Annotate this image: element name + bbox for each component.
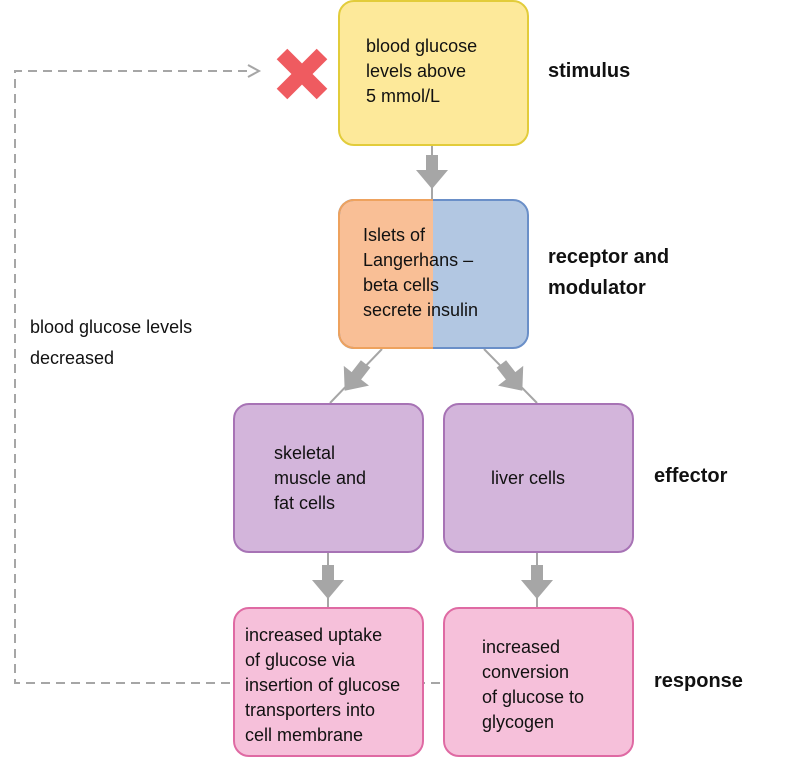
effector-box-muscle-fat: skeletal muscle and fat cells (233, 403, 424, 553)
response-box-uptake: increased uptake of glucose via insertio… (233, 607, 424, 757)
stimulus-text: blood glucose levels above 5 mmol/L (366, 36, 478, 106)
cross-icon (276, 48, 328, 100)
receptor-text: Islets of Langerhans – beta cells secret… (363, 225, 479, 320)
effector-box-liver: liver cells (443, 403, 634, 553)
down-right-arrow-icon (496, 360, 524, 391)
receptor-box: Islets of Langerhans – beta cells secret… (338, 199, 529, 349)
feedback-text: blood glucose levels decreased (30, 317, 193, 368)
stimulus-box: blood glucose levels above 5 mmol/L (338, 0, 529, 146)
response-left-text: increased uptake of glucose via insertio… (245, 625, 401, 745)
effector-left-text: skeletal muscle and fat cells (274, 443, 367, 513)
down-left-arrow-icon (343, 360, 371, 391)
response-label: response (654, 670, 743, 692)
feedback-arrowhead (247, 64, 262, 78)
feedback-loop-line (14, 70, 440, 684)
response-box-glycogen: increased conversion of glucose to glyco… (443, 607, 634, 757)
effector-label: effector (654, 465, 728, 487)
response-right-text: increased conversion of glucose to glyco… (482, 637, 585, 732)
receptor-label: receptor and modulator (548, 246, 670, 299)
stimulus-label: stimulus (548, 60, 631, 82)
down-arrow-icon (521, 565, 553, 599)
down-arrow-icon (312, 565, 344, 599)
effector-right-text: liver cells (491, 468, 566, 488)
down-arrow-icon (416, 155, 448, 189)
